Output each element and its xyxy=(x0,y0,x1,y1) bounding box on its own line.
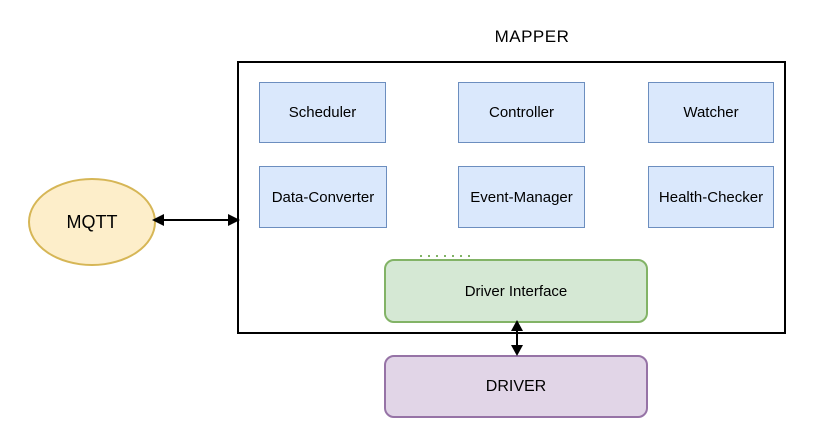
mqtt-mapper-double-arrow xyxy=(152,214,240,226)
component-event-manager: Event-Manager xyxy=(458,166,585,228)
node-driver: DRIVER xyxy=(384,355,648,418)
driver-interface-driver-double-arrow xyxy=(511,320,523,356)
node-mqtt: MQTT xyxy=(28,178,156,266)
component-data-converter: Data-Converter xyxy=(259,166,387,228)
mapper-title: MAPPER xyxy=(494,27,570,46)
component-controller: Controller xyxy=(458,82,585,143)
dotted-line-artifact xyxy=(420,255,474,257)
component-scheduler: Scheduler xyxy=(259,82,386,143)
component-health-checker: Health-Checker xyxy=(648,166,774,228)
component-watcher: Watcher xyxy=(648,82,774,143)
node-driver-interface: Driver Interface xyxy=(384,259,648,323)
